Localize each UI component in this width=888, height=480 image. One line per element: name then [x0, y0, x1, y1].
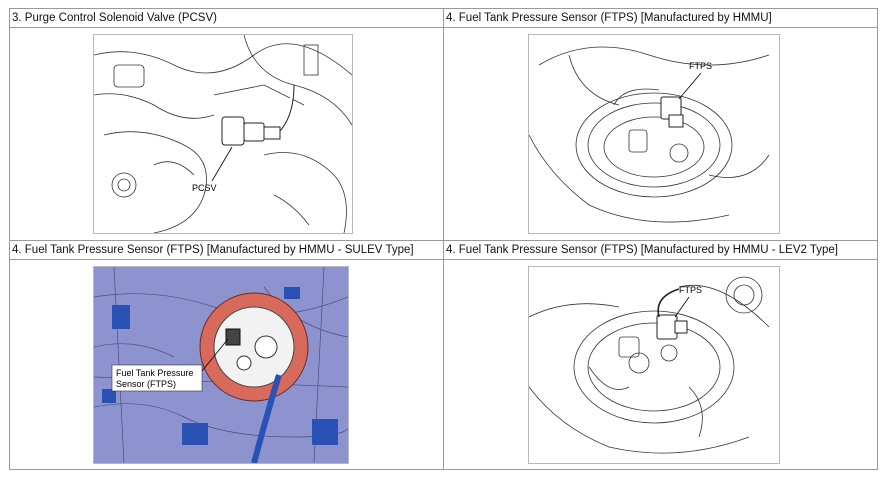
- ftps-lev2-callout: FTPS: [679, 285, 702, 295]
- ftps-sulev-figure: Fuel Tank Pressure Sensor (FTPS): [93, 266, 349, 464]
- pcsv-drawing: PCSV: [94, 35, 352, 233]
- ftps-hmmu-drawing: FTPS: [529, 46, 770, 223]
- figure-cell-ftps-sulev: Fuel Tank Pressure Sensor (FTPS): [9, 259, 444, 470]
- pcsv-callout: PCSV: [192, 183, 217, 193]
- section-title-pcsv: 3. Purge Control Solenoid Valve (PCSV): [9, 8, 444, 28]
- ftps-lev2-figure: FTPS: [528, 266, 780, 464]
- section-title-ftps-hmmu: 4. Fuel Tank Pressure Sensor (FTPS) [Man…: [443, 8, 878, 28]
- ftps-hmmu-callout: FTPS: [689, 61, 712, 71]
- ftps-sulev-drawing: Fuel Tank Pressure Sensor (FTPS): [94, 267, 348, 463]
- section-title-ftps-sulev: 4. Fuel Tank Pressure Sensor (FTPS) [Man…: [9, 240, 444, 260]
- figure-cell-pcsv: PCSV: [9, 27, 444, 241]
- ftps-sulev-callout-line1: Fuel Tank Pressure: [116, 368, 193, 378]
- pcsv-figure: PCSV: [93, 34, 353, 234]
- section-title-ftps-lev2: 4. Fuel Tank Pressure Sensor (FTPS) [Man…: [443, 240, 878, 260]
- ftps-hmmu-figure: FTPS: [528, 34, 780, 234]
- ftps-sulev-callout-line2: Sensor (FTPS): [116, 379, 176, 389]
- ftps-lev2-drawing: FTPS: [529, 276, 770, 454]
- figure-cell-ftps-lev2: FTPS: [443, 259, 878, 470]
- figure-cell-ftps-hmmu: FTPS: [443, 27, 878, 241]
- component-location-table: 3. Purge Control Solenoid Valve (PCSV) 4…: [9, 8, 878, 470]
